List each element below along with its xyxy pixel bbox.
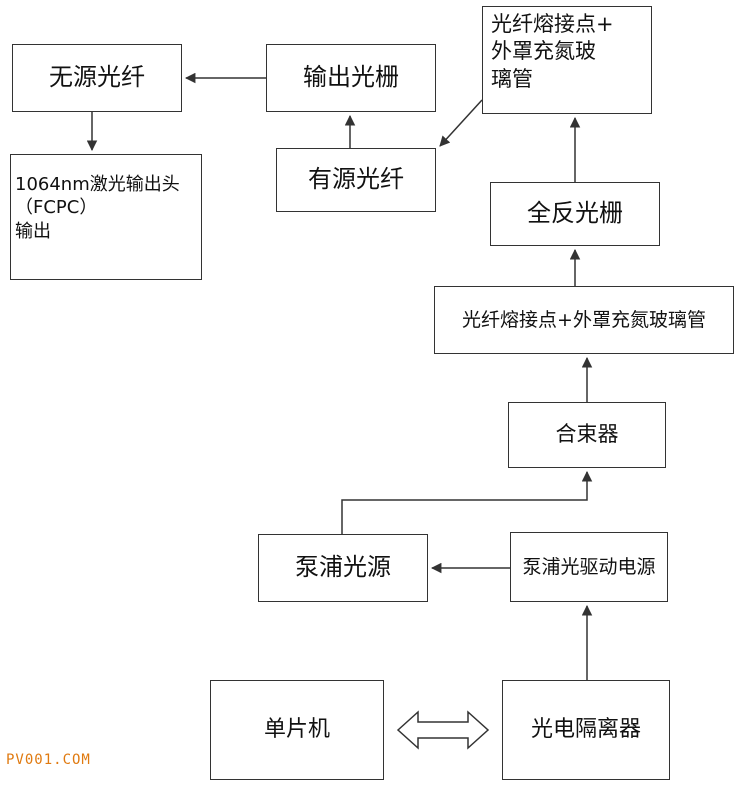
opto-isolator-label: 光电隔离器 [530,716,641,742]
opto-isolator-box: 光电隔离器 [502,680,670,780]
mcu-label: 单片机 [263,716,330,742]
full-reflect-grating-label: 全反光栅 [527,199,623,228]
pump-source-box: 泵浦光源 [258,534,428,602]
full-reflect-grating-box: 全反光栅 [490,182,660,246]
pump-driver-label: 泵浦光驱动电源 [522,555,656,578]
active-fiber-box: 有源光纤 [276,148,436,212]
active-fiber-label: 有源光纤 [308,165,404,194]
splice-top-label: 光纤熔接点+ 外罩充氮玻 璃管 [491,12,614,91]
pump-source-label: 泵浦光源 [295,553,391,582]
passive-fiber-label: 无源光纤 [49,63,145,92]
arrow-splice-top-to-active-fiber [439,99,483,147]
passive-fiber-box: 无源光纤 [12,44,182,112]
output-grating-box: 输出光栅 [266,44,436,112]
splice-mid-label: 光纤熔接点+外罩充氮玻璃管 [462,308,706,331]
pump-driver-box: 泵浦光驱动电源 [510,532,668,602]
mcu-box: 单片机 [210,680,384,780]
arrow-pump-source-to-combiner [341,470,593,534]
splice-top-box: 光纤熔接点+ 外罩充氮玻 璃管 [482,6,652,114]
splice-mid-box: 光纤熔接点+外罩充氮玻璃管 [434,286,734,354]
combiner-label: 合束器 [555,422,619,447]
watermark-text: PV001.COM [6,752,91,768]
combiner-box: 合束器 [508,402,666,468]
output-grating-label: 输出光栅 [303,63,399,92]
output-head-box: 1064nm激光输出头 （FCPC） 输出 [10,154,202,280]
output-head-label: 1064nm激光输出头 （FCPC） 输出 [15,174,180,242]
bidirectional-arrow [396,710,490,750]
